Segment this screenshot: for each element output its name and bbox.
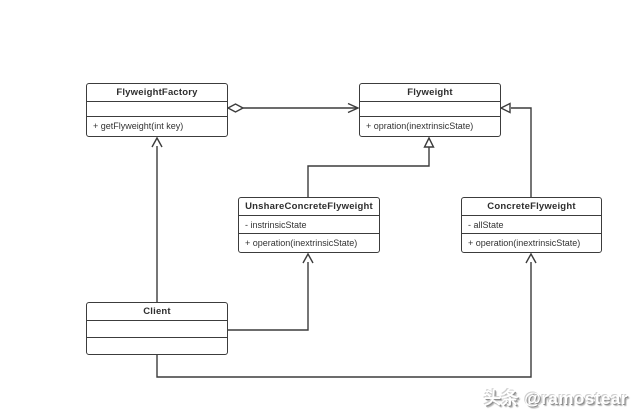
class-unshare-concrete-flyweight: UnshareConcreteFlyweight - instrinsicSta… [238,197,380,253]
link-client-concrete [156,252,537,378]
methods-compartment: + operation(inextrinsicState) [239,233,379,251]
class-title: Flyweight [407,87,453,98]
link-client-factory [151,136,163,302]
class-title: ConcreteFlyweight [487,201,576,212]
methods-compartment: + opration(inextrinsicState) [360,116,500,135]
class-title: UnshareConcreteFlyweight [245,201,373,212]
link-client-unshare [228,252,314,331]
attributes-compartment: - instrinsicState [239,215,379,233]
method-label: + opration(inextrinsicState) [366,121,474,131]
attributes-compartment [360,101,500,116]
method-label: + operation(inextrinsicState) [245,237,358,248]
class-client: Client [86,302,228,355]
open-arrow-icon [525,252,537,264]
link-factory-flyweight [226,102,360,114]
open-arrow-icon [151,136,163,148]
class-flyweight: Flyweight + opration(inextrinsicState) [359,83,501,137]
generalization-triangle-icon [499,102,511,114]
class-flyweight-factory: FlyweightFactory + getFlyweight(int key) [86,83,228,137]
open-arrow-icon [302,252,314,264]
open-arrow-icon [347,102,360,114]
method-label: + getFlyweight(int key) [93,121,184,131]
methods-compartment: + operation(inextrinsicState) [462,233,601,251]
class-title: Client [143,306,171,317]
attribute-label: - allState [468,219,504,230]
attribute-label: - instrinsicState [245,219,307,230]
link-unshare-flyweight [307,136,435,197]
class-title: FlyweightFactory [116,87,198,98]
attributes-compartment: - allState [462,215,601,233]
attributes-compartment [87,320,227,337]
generalization-triangle-icon [423,136,435,148]
class-concrete-flyweight: ConcreteFlyweight - allState + operation… [461,197,602,253]
methods-compartment: + getFlyweight(int key) [87,116,227,135]
attributes-compartment [87,101,227,116]
aggregation-diamond-icon [226,103,245,113]
link-concrete-flyweight [499,102,532,197]
watermark-toutiao-ramostear: 头条 @ramostear [483,389,628,408]
methods-compartment [87,337,227,353]
method-label: + operation(inextrinsicState) [468,237,581,248]
